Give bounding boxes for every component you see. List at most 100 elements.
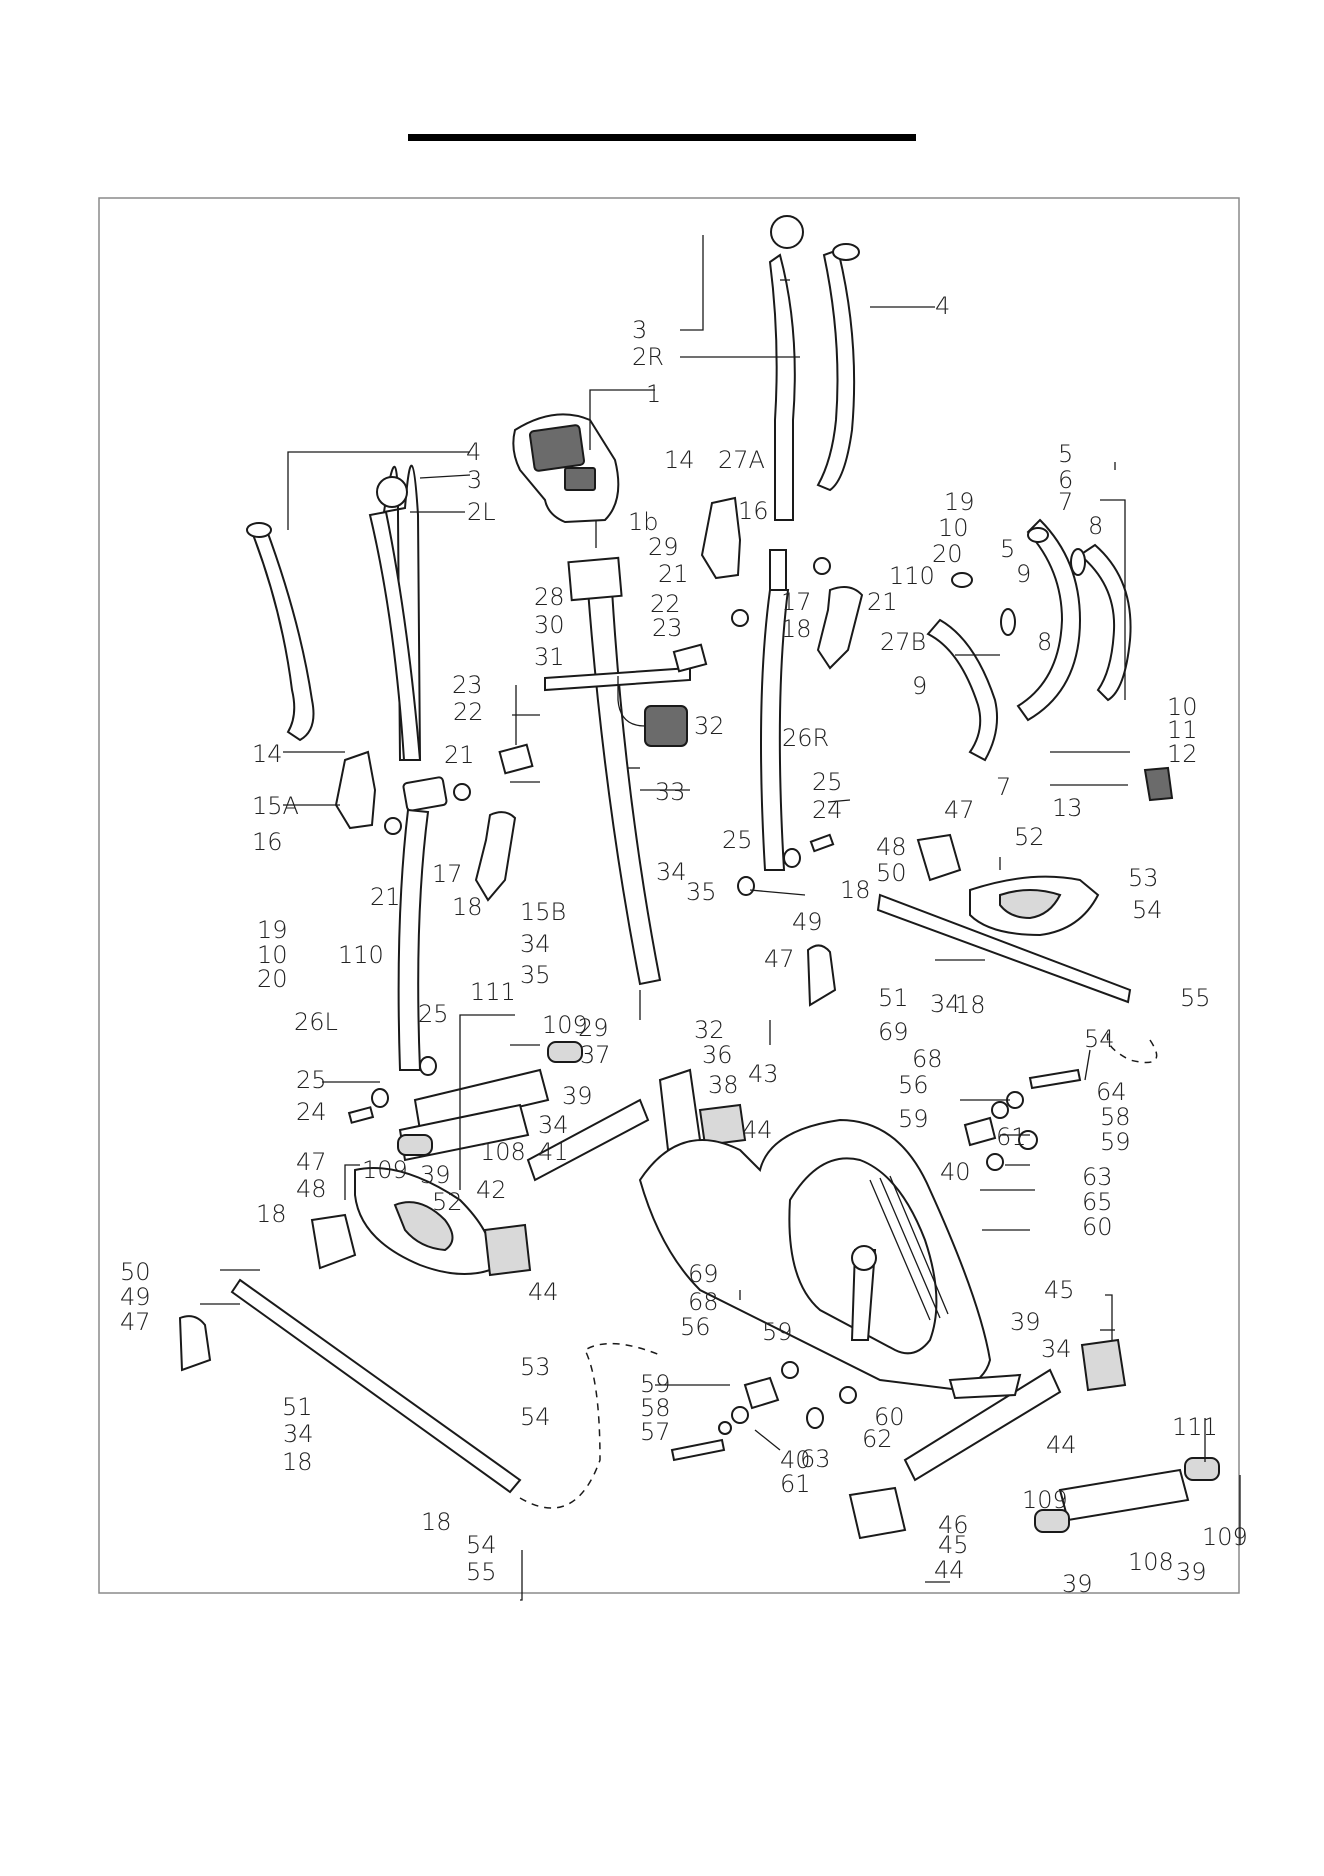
callout-c34d: 34 — [538, 1111, 569, 1139]
pedal-plate-left — [393, 1201, 454, 1252]
callout-c10a: 10 — [938, 514, 969, 542]
callout-c68b: 68 — [688, 1288, 719, 1316]
pedal-bracket-left-49 — [178, 1315, 212, 1372]
callout-c57: 57 — [640, 1418, 671, 1446]
callout-c51a: 51 — [878, 984, 909, 1012]
bearing-left-59b — [731, 1406, 749, 1424]
callout-c46: 46 — [938, 1511, 969, 1539]
front-frame-41 — [526, 1098, 650, 1182]
callout-c59d: 59 — [640, 1370, 671, 1398]
console-lcd — [564, 467, 596, 491]
callout-c32b: 32 — [694, 1016, 725, 1044]
callout-c18a: 18 — [781, 615, 812, 643]
callout-c4b: 4 — [466, 438, 481, 466]
callout-c1b: 1b — [628, 508, 659, 536]
callout-c9b: 9 — [912, 672, 927, 700]
rear-stabilizer-108 — [1058, 1468, 1190, 1522]
callout-c42: 42 — [476, 1176, 507, 1204]
callout-c21d: 21 — [370, 883, 401, 911]
grip-end-left — [246, 522, 272, 538]
callout-c7b: 7 — [996, 773, 1011, 801]
cable-loop-left — [519, 1342, 661, 1509]
callout-c34e: 34 — [1041, 1335, 1072, 1363]
upper-arm-right-b — [1016, 518, 1082, 722]
callout-c39a: 39 — [562, 1082, 593, 1110]
callout-c19b: 19 — [257, 916, 288, 944]
callout-c12: 12 — [1167, 740, 1198, 768]
resistance-motor — [644, 705, 688, 747]
callout-c54a: 54 — [1132, 896, 1163, 924]
callout-c65: 65 — [1082, 1188, 1113, 1216]
callout-c39b: 39 — [420, 1161, 451, 1189]
callout-c60a: 60 — [1082, 1213, 1113, 1241]
upper-arm-right-a — [926, 618, 998, 762]
callout-c43: 43 — [748, 1060, 779, 1088]
front-end-cap-42 — [483, 1223, 532, 1277]
callout-c52a: 52 — [1014, 823, 1045, 851]
callout-c34c: 34 — [930, 990, 961, 1018]
arm-bushing-left-25a — [371, 1088, 389, 1108]
axle-right-64 — [1028, 1068, 1082, 1090]
callout-c51b: 51 — [282, 1393, 313, 1421]
bottom-plate — [948, 1373, 1022, 1400]
callout-c37: 37 — [580, 1041, 611, 1069]
callout-c48a: 48 — [876, 833, 907, 861]
callout-c39c: 39 — [1010, 1308, 1041, 1336]
callout-c47c: 47 — [296, 1148, 327, 1176]
callout-c110b: 110 — [338, 941, 384, 969]
pivot-tube-right — [769, 549, 787, 591]
callout-c63a: 63 — [1082, 1163, 1113, 1191]
console-mast — [586, 589, 662, 986]
callout-c15A: 15A — [252, 792, 299, 820]
callout-c53a: 53 — [1128, 864, 1159, 892]
mast-socket-38 — [658, 1068, 702, 1152]
washer-21a — [453, 783, 471, 801]
callout-c38: 38 — [708, 1071, 739, 1099]
callout-c9a: 9 — [1016, 560, 1031, 588]
bushing-right-23 — [672, 643, 708, 673]
callout-c44c: 44 — [1046, 1431, 1077, 1459]
end-cap-109a — [547, 1041, 583, 1063]
callout-c41: 41 — [538, 1138, 569, 1166]
callout-c110a: 110 — [889, 562, 935, 590]
callout-c59b: 59 — [1100, 1128, 1131, 1156]
callout-c68a: 68 — [912, 1045, 943, 1073]
callout-c8b: 8 — [1037, 628, 1052, 656]
heading-rule — [408, 134, 916, 141]
callout-c32a: 32 — [694, 712, 725, 740]
callout-c47a: 47 — [944, 796, 975, 824]
callout-c10c: 10 — [257, 941, 288, 969]
callout-c49a: 49 — [792, 908, 823, 936]
callout-c17a: 17 — [781, 588, 812, 616]
bearing-right-59 — [991, 1101, 1009, 1119]
callout-c1: 1 — [646, 380, 661, 408]
callout-c45b: 45 — [938, 1531, 969, 1559]
callout-c4a: 4 — [935, 292, 950, 320]
callout-c50a: 50 — [876, 859, 907, 887]
callout-c63b: 63 — [800, 1445, 831, 1473]
handlebar-end-cap-left — [376, 476, 408, 508]
callout-c69a: 69 — [878, 1018, 909, 1046]
callout-c34f: 34 — [283, 1420, 314, 1448]
callout-c20b: 20 — [257, 965, 288, 993]
callout-c55a: 55 — [1180, 984, 1211, 1012]
callout-c2L: 2L — [467, 498, 496, 526]
callout-c48b: 48 — [296, 1175, 327, 1203]
end-cap-109b — [397, 1134, 433, 1156]
callout-c2R: 2R — [632, 343, 664, 371]
callout-c6: 6 — [1058, 466, 1073, 494]
callout-c58b: 58 — [640, 1394, 671, 1422]
handlebar-upper-right — [768, 253, 796, 521]
rear-frame-46 — [903, 1368, 1062, 1482]
callout-c34b: 34 — [520, 930, 551, 958]
callout-c33: 33 — [655, 778, 686, 806]
callout-c45a: 45 — [1044, 1276, 1075, 1304]
callout-c3a: 3 — [632, 316, 647, 344]
callout-c39d: 39 — [1176, 1558, 1207, 1586]
callout-c29a: 29 — [648, 533, 679, 561]
callout-c24a: 24 — [812, 796, 843, 824]
pivot-block-right-12 — [1143, 766, 1174, 802]
callout-c16a: 16 — [738, 497, 769, 525]
callout-c54c: 54 — [520, 1403, 551, 1431]
